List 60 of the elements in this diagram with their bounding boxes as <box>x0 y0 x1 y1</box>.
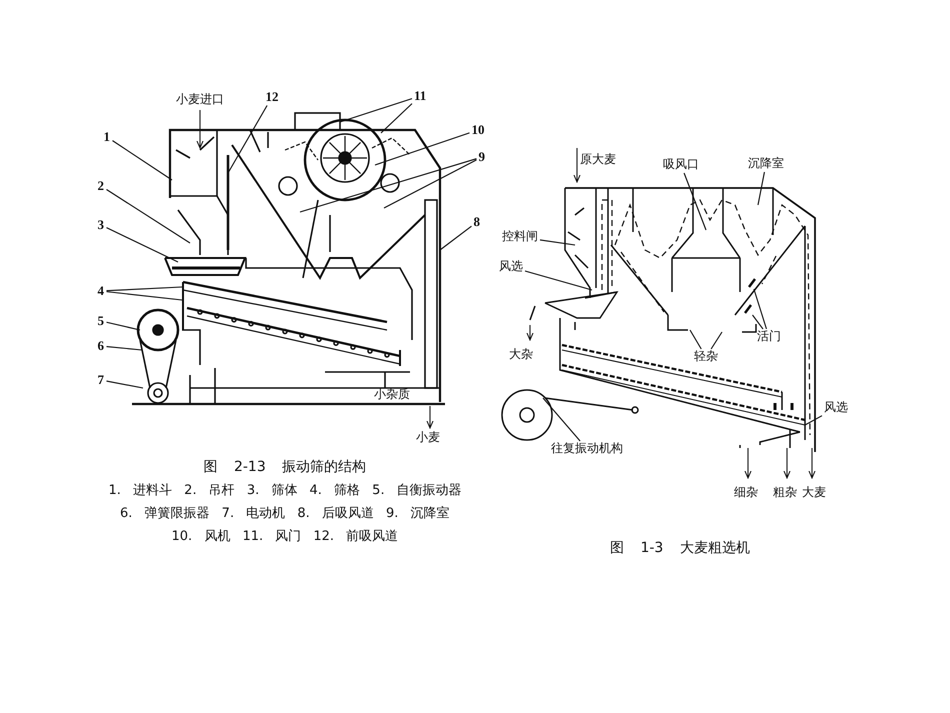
leader-line <box>384 159 477 208</box>
leader-line <box>106 286 182 292</box>
callout-number: 10 <box>470 122 486 138</box>
callout-number: 1 <box>102 130 111 144</box>
leader-line <box>106 322 140 331</box>
figure-caption: 图 2-13 振动筛的结构 <box>202 459 368 476</box>
flow-label: 大杂 <box>508 348 534 362</box>
leader-line <box>340 98 412 123</box>
legend-text: 1. 进料斗 2. 吊杆 3. 筛体 4. 筛格 5. 自衡振动器 <box>108 484 463 498</box>
part-label: 沉降室 <box>747 157 785 171</box>
leader-line <box>106 380 144 389</box>
leader-line <box>112 140 172 180</box>
leader-line <box>300 158 477 213</box>
flap-valve <box>744 304 752 314</box>
legend-text: 6. 弹簧限振器 7. 电动机 8. 后吸风道 9. 沉降室 <box>119 506 451 522</box>
flow-label: 粗杂 <box>772 486 798 500</box>
leader-line <box>440 226 472 250</box>
leader-line <box>374 132 470 166</box>
leader-line <box>540 239 576 246</box>
flow-label: 小杂质 <box>373 388 411 402</box>
leader-line <box>753 288 767 330</box>
flap-valve <box>748 278 756 288</box>
part-label: 轻杂 <box>693 350 719 364</box>
part-label: 吸风口 <box>662 158 700 172</box>
callout-number: 2 <box>96 178 105 194</box>
part-label: 往复振动机构 <box>550 442 624 456</box>
leader-line <box>524 270 592 291</box>
flow-label: 小麦 <box>415 431 441 445</box>
callout-number: 5 <box>96 314 105 328</box>
flow-label: 小麦进口 <box>175 93 225 107</box>
leader-line <box>106 291 182 301</box>
callout-number: 7 <box>96 372 105 388</box>
leader-line <box>690 330 702 350</box>
part-label: 风选 <box>823 401 849 415</box>
callout-number: 11 <box>413 88 428 104</box>
callout-number: 12 <box>264 90 280 104</box>
flow-label: 细杂 <box>733 486 759 500</box>
leader-line <box>106 189 190 244</box>
legend-text: 10. 风机 11. 风门 12. 前吸风道 <box>170 530 400 544</box>
callout-number: 3 <box>96 218 105 232</box>
leader-line <box>710 332 722 350</box>
part-label: 活门 <box>756 330 782 344</box>
callout-number: 6 <box>96 338 105 354</box>
leader-line <box>106 227 178 262</box>
flow-label: 大麦 <box>801 486 827 500</box>
leader-line <box>752 314 764 330</box>
callout-number: 8 <box>472 214 481 230</box>
callout-number: 9 <box>478 150 486 164</box>
part-label: 控料闸 <box>501 230 539 244</box>
leader-line <box>228 105 268 174</box>
flow-label: 原大麦 <box>579 153 617 167</box>
part-label: 风选 <box>498 260 524 274</box>
leader-line <box>380 103 412 134</box>
figure-caption: 图 1-3 大麦粗选机 <box>609 540 751 556</box>
leader-line <box>106 346 142 351</box>
leader-line <box>542 398 581 442</box>
callout-number: 4 <box>96 284 105 298</box>
leader-line <box>804 415 822 426</box>
leader-line <box>757 172 765 206</box>
leader-line <box>684 172 707 230</box>
